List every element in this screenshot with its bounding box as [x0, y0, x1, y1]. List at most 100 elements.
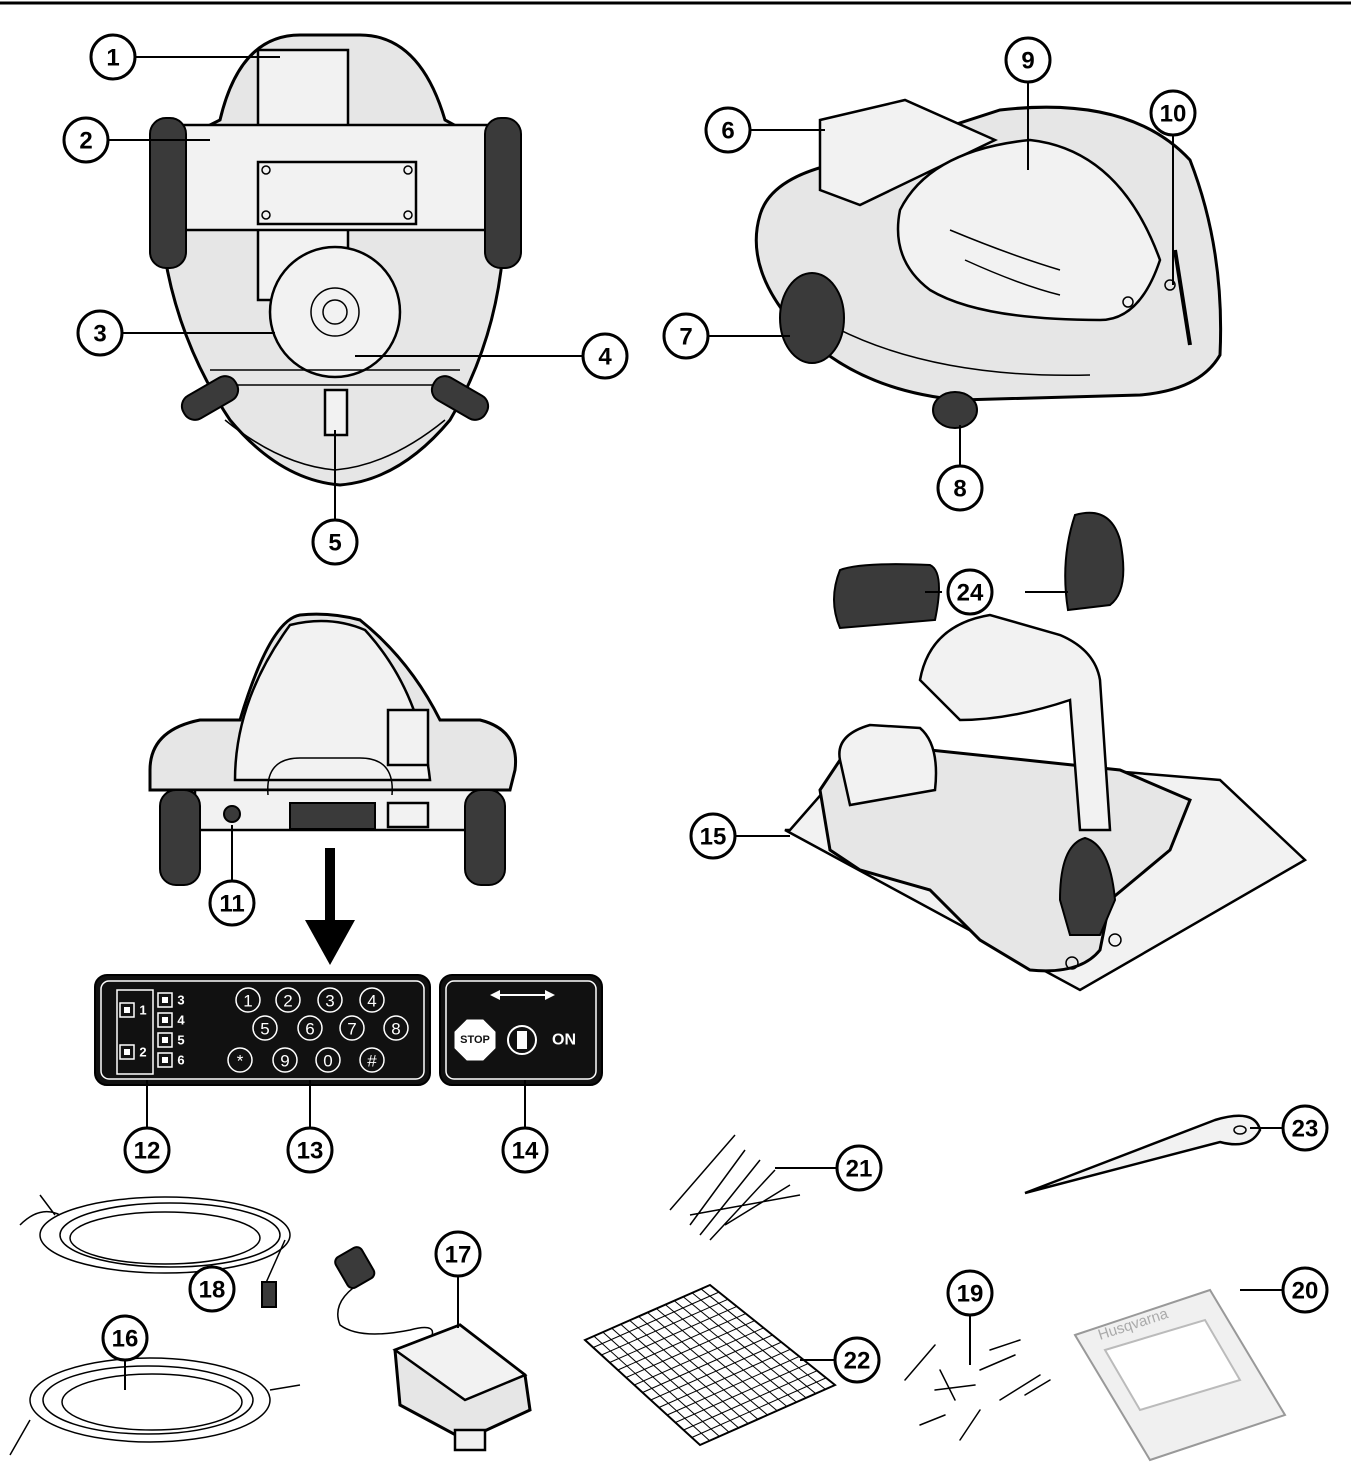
callout-label: 20	[1292, 1278, 1319, 1305]
rear-wheel	[779, 272, 845, 364]
mower-top	[754, 98, 1223, 429]
callout-label: 10	[1160, 101, 1187, 128]
callout-label: 14	[512, 1138, 539, 1165]
keypad-key: 3	[317, 987, 343, 1013]
key-label: 6	[305, 1020, 314, 1039]
callout-21: 21	[835, 1144, 883, 1192]
key-label: 9	[280, 1052, 289, 1071]
cutting-disc	[268, 245, 402, 379]
callout-label: 13	[297, 1138, 324, 1165]
callout-label: 1	[106, 45, 119, 72]
callout-label: 6	[721, 118, 734, 145]
mower-rear	[148, 612, 518, 886]
callout-label: 11	[219, 891, 244, 918]
loop-wire	[9, 1357, 301, 1456]
callout-7: 7	[662, 312, 710, 360]
callout-12: 12	[123, 1126, 171, 1174]
keypad-key: 4	[359, 987, 385, 1013]
indicator-label: 2	[139, 1045, 146, 1060]
couplers	[904, 1339, 1051, 1441]
callout-10: 10	[1149, 89, 1197, 137]
key-label: 4	[367, 992, 376, 1011]
callout-14: 14	[501, 1126, 549, 1174]
indicator-label: 4	[177, 1013, 185, 1028]
callout-label: 12	[134, 1138, 161, 1165]
control-panel-hatch	[818, 98, 998, 207]
keypad-key: 2	[275, 987, 301, 1013]
indicator-label: 6	[177, 1053, 184, 1068]
keypad-key: *	[227, 1047, 253, 1073]
keypad-panel: 1 2 3 4 5 6 1 2 3 4 5 6 7 8 * 9 0 #	[94, 974, 431, 1086]
key-label: 5	[260, 1020, 269, 1039]
callout-label: 9	[1021, 48, 1034, 75]
spare-covers	[833, 511, 1125, 630]
keypad-key: 5	[252, 1015, 278, 1041]
front-wheel	[932, 391, 978, 429]
key-label: *	[237, 1052, 244, 1071]
callout-label: 2	[79, 128, 92, 155]
left-drive-wheel	[149, 117, 187, 269]
callout-label: 16	[112, 1326, 139, 1353]
callout-label: 24	[957, 580, 984, 607]
callout-label: 19	[957, 1281, 984, 1308]
right-drive-wheel	[484, 117, 522, 269]
indicator-label: 5	[177, 1033, 184, 1048]
callout-1: 1	[89, 33, 137, 81]
callout-2: 2	[62, 116, 110, 164]
stop-label: STOP	[460, 1034, 490, 1046]
callout-label: 5	[328, 530, 341, 557]
pegs	[669, 1134, 801, 1241]
keypad-key: 1	[235, 987, 261, 1013]
leader-lines	[108, 56, 1283, 1390]
measuring-grid	[583, 1283, 837, 1447]
callout-19: 19	[946, 1269, 994, 1317]
callout-23: 23	[1281, 1104, 1329, 1152]
callout-3: 3	[76, 309, 124, 357]
mower-underside	[149, 33, 522, 487]
callout-label: 8	[953, 476, 966, 503]
key-label: 2	[283, 992, 292, 1011]
callout-label: 18	[199, 1277, 226, 1304]
keypad-key: 7	[339, 1015, 365, 1041]
callout-label: 23	[1292, 1116, 1319, 1143]
callout-6: 6	[704, 106, 752, 154]
charging-station	[784, 613, 1308, 992]
stop-sign-icon	[454, 1019, 496, 1061]
callout-17: 17	[434, 1230, 482, 1278]
arrow-head	[305, 920, 355, 965]
callout-label: 22	[844, 1348, 871, 1375]
callout-8: 8	[936, 464, 984, 512]
callout-4: 4	[581, 332, 629, 380]
callout-11: 11	[208, 879, 256, 927]
callout-5: 5	[311, 518, 359, 566]
callout-20: 20	[1281, 1266, 1329, 1314]
callout-label: 21	[846, 1156, 873, 1183]
on-label: ON	[552, 1032, 576, 1049]
callout-16: 16	[101, 1314, 149, 1362]
key-label: 8	[391, 1020, 400, 1039]
indicator-label: 3	[177, 993, 184, 1008]
callout-label: 17	[445, 1242, 472, 1269]
boundary-cable	[19, 1194, 291, 1308]
keypad-key: 0	[315, 1047, 341, 1073]
callout-13: 13	[286, 1126, 334, 1174]
key-label: 0	[323, 1052, 332, 1071]
callout-22: 22	[833, 1336, 881, 1384]
key-label: 7	[347, 1020, 356, 1039]
key-label: 3	[325, 992, 334, 1011]
callout-label: 15	[700, 824, 727, 851]
key-label: #	[367, 1052, 377, 1071]
callout-18: 18	[188, 1265, 236, 1313]
keypad-key: #	[359, 1047, 385, 1073]
callout-9: 9	[1004, 36, 1052, 84]
indicator-label: 1	[139, 1003, 146, 1018]
keypad-key: 9	[272, 1047, 298, 1073]
callout-24: 24	[946, 568, 994, 616]
keypad-key: 6	[297, 1015, 323, 1041]
height-adjuster	[323, 388, 349, 437]
key-label: 1	[243, 992, 252, 1011]
callout-label: 4	[598, 344, 612, 371]
